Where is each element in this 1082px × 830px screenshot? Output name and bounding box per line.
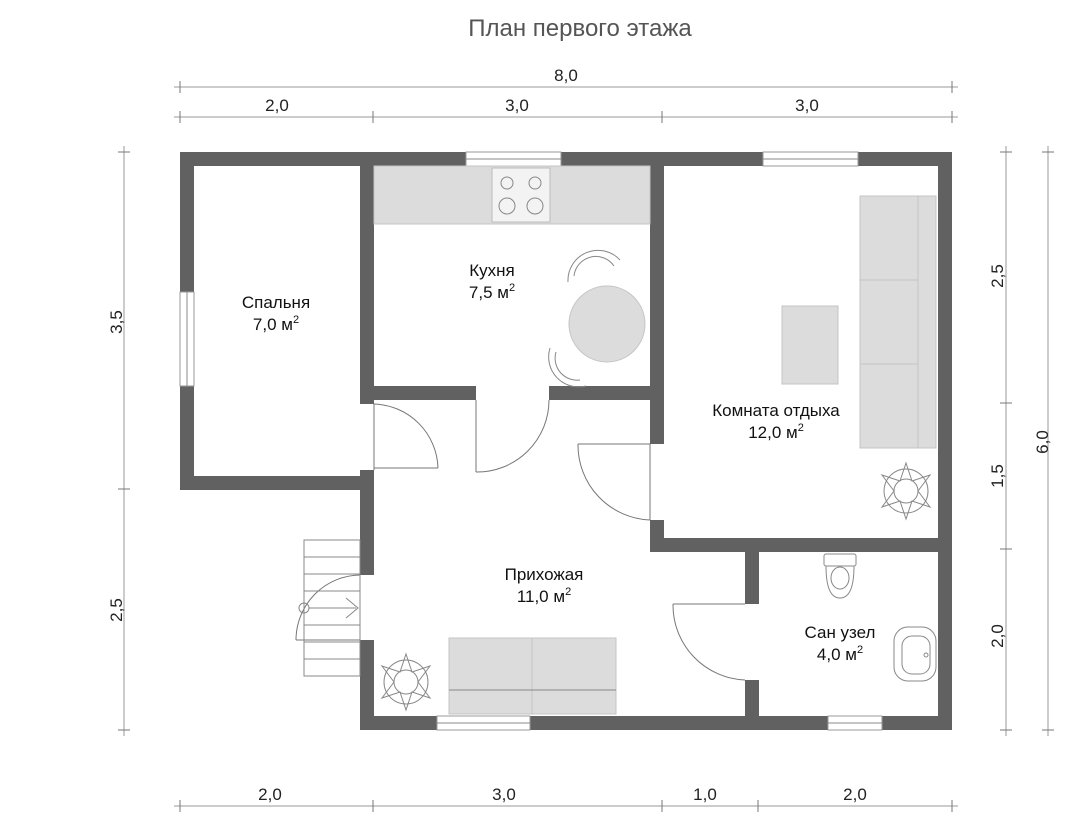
plant-icon [880, 461, 932, 521]
hallway-furniture [380, 637, 617, 715]
room-label-lounge: Комната отдыха 12,0 м2 [712, 401, 840, 442]
walls [180, 152, 952, 730]
room-label-hallway: Прихожая 11,0 м2 [505, 565, 584, 606]
dim-right-3: 2,0 [988, 624, 1007, 648]
room-area: 4,0 м2 [817, 644, 863, 664]
dim-bottom-2: 3,0 [492, 785, 516, 804]
dim-top-1: 2,0 [265, 96, 289, 115]
left-dimension-lines [118, 146, 130, 736]
room-name: Прихожая [505, 565, 584, 584]
dim-top-2: 3,0 [505, 96, 529, 115]
sink-icon [893, 626, 937, 682]
room-name: Сан узел [805, 623, 876, 642]
dim-left-1: 3,5 [107, 310, 126, 334]
dim-right-2: 1,5 [988, 464, 1007, 488]
doors [295, 399, 746, 681]
plant-icon [380, 652, 432, 712]
plan-title: План первого этажа [468, 15, 692, 42]
dim-top-3: 3,0 [795, 96, 819, 115]
dim-right-1: 2,5 [988, 264, 1007, 288]
top-dimension-lines [174, 81, 958, 123]
room-area: 7,0 м2 [253, 314, 299, 334]
dim-right-total: 6,0 [1033, 430, 1052, 454]
bottom-dimension-lines [174, 800, 958, 812]
dim-bottom-4: 2,0 [843, 785, 867, 804]
windows [179, 151, 883, 731]
entrance-stairs [298, 539, 361, 677]
room-name: Комната отдыха [712, 401, 840, 420]
room-area: 12,0 м2 [748, 422, 804, 442]
right-dimension-lines [1000, 146, 1054, 736]
room-name: Кухня [469, 261, 515, 280]
room-area: 11,0 м2 [517, 586, 571, 606]
dim-left-2: 2,5 [107, 598, 126, 622]
lounge-furniture [781, 195, 937, 521]
bathroom-fixtures [823, 553, 937, 682]
room-label-bathroom: Сан узел 4,0 м2 [805, 623, 876, 664]
room-name: Спальня [242, 293, 310, 312]
kitchen-furniture [373, 165, 651, 388]
room-area: 7,5 м2 [469, 282, 515, 302]
toilet-icon [823, 553, 857, 599]
room-label-bedroom: Спальня 7,0 м2 [242, 293, 310, 334]
dim-bottom-3: 1,0 [693, 785, 717, 804]
dim-bottom-1: 2,0 [258, 785, 282, 804]
dim-top-total: 8,0 [554, 66, 578, 85]
room-label-kitchen: Кухня 7,5 м2 [469, 261, 515, 302]
